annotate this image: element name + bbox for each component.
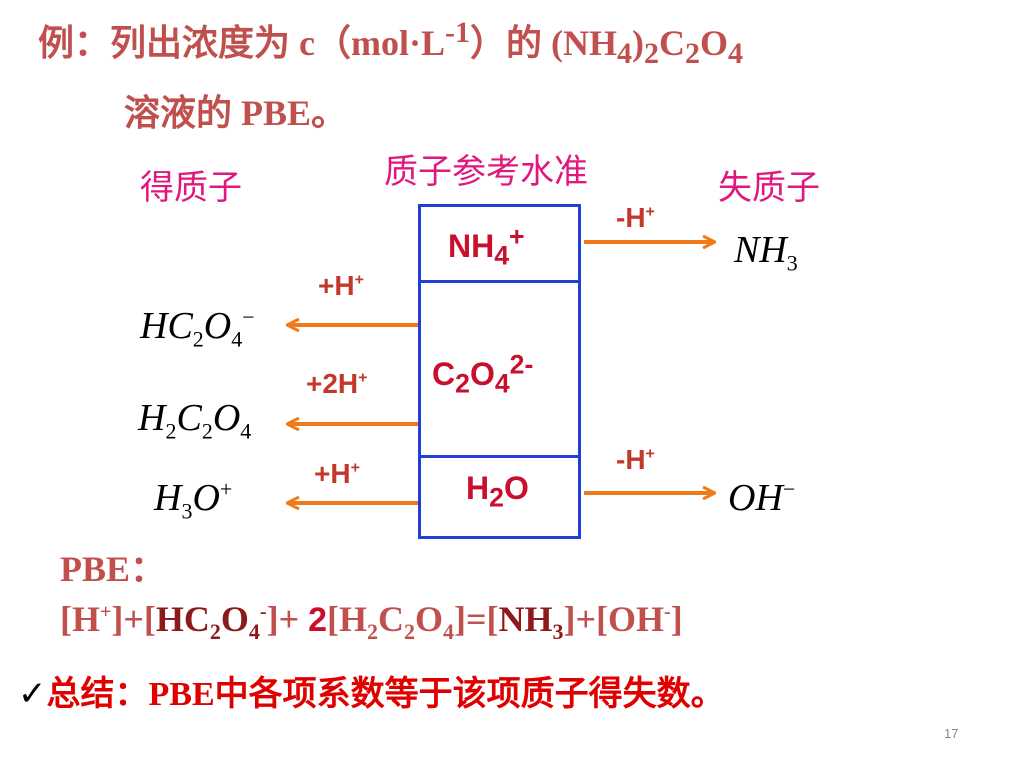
reference-box <box>418 204 581 539</box>
species-h2o: H2O <box>466 470 529 513</box>
label-plus-h-2: +H+ <box>314 458 360 489</box>
summary-prefix: 总结： <box>46 674 149 714</box>
checkmark-icon: ✓ <box>18 674 47 714</box>
product-nh3: NH3 <box>734 229 798 276</box>
title-text-c: ) <box>632 23 644 63</box>
box-divider-bottom <box>421 455 578 458</box>
summary-rest: 中各项系数等于该项质子得失数。 <box>214 674 725 714</box>
product-h3o: H3O+ <box>154 476 233 524</box>
label-plus-h-1: +H+ <box>318 270 364 301</box>
product-hc2o4: HC2O4− <box>140 304 255 352</box>
pbe-coefficient: 2 <box>308 601 328 639</box>
label-minus-h-1: -H+ <box>616 202 655 233</box>
box-divider-top <box>421 280 578 283</box>
product-h2c2o4: H2C2O4 <box>138 397 252 444</box>
title-sub-c: 2 <box>685 37 700 71</box>
title-sup-a: -1 <box>445 16 470 49</box>
lose-proton-label: 失质子 <box>718 168 820 208</box>
title-sub-d: 4 <box>728 37 744 71</box>
title-text-e: O <box>700 23 729 63</box>
title-line-2: 溶液的 PBE。 <box>124 93 348 133</box>
title-line-1: 例：列出浓度为 c（mol·L-1）的 (NH4)2C2O4 <box>38 14 743 69</box>
species-nh4: NH4+ <box>448 221 525 271</box>
gain-proton-label: 得质子 <box>140 168 242 208</box>
reference-level-label: 质子参考水准 <box>384 152 588 192</box>
summary-pbe: PBE <box>148 676 215 713</box>
pbe-equation: [H+]+[HC2O4-]+ 2[H2C2O4]=[NH3]+[OH-] <box>60 599 683 645</box>
title-sub-b: 2 <box>644 37 659 71</box>
title-text-b: ）的 (NH <box>470 23 617 63</box>
label-minus-h-2: -H+ <box>616 444 655 475</box>
summary-line: ✓总结：PBE中各项系数等于该项质子得失数。 <box>18 666 725 715</box>
title-sub-a: 4 <box>617 37 632 71</box>
pbe-label: PBE： <box>60 549 167 589</box>
title-text-a: 例：列出浓度为 c（mol·L <box>38 23 445 63</box>
page-number: 17 <box>944 726 959 741</box>
label-plus-2h: +2H+ <box>306 368 368 399</box>
product-oh: OH− <box>728 476 796 519</box>
species-c2o4: C2O42- <box>432 349 534 399</box>
title-text-d: C <box>659 23 685 63</box>
